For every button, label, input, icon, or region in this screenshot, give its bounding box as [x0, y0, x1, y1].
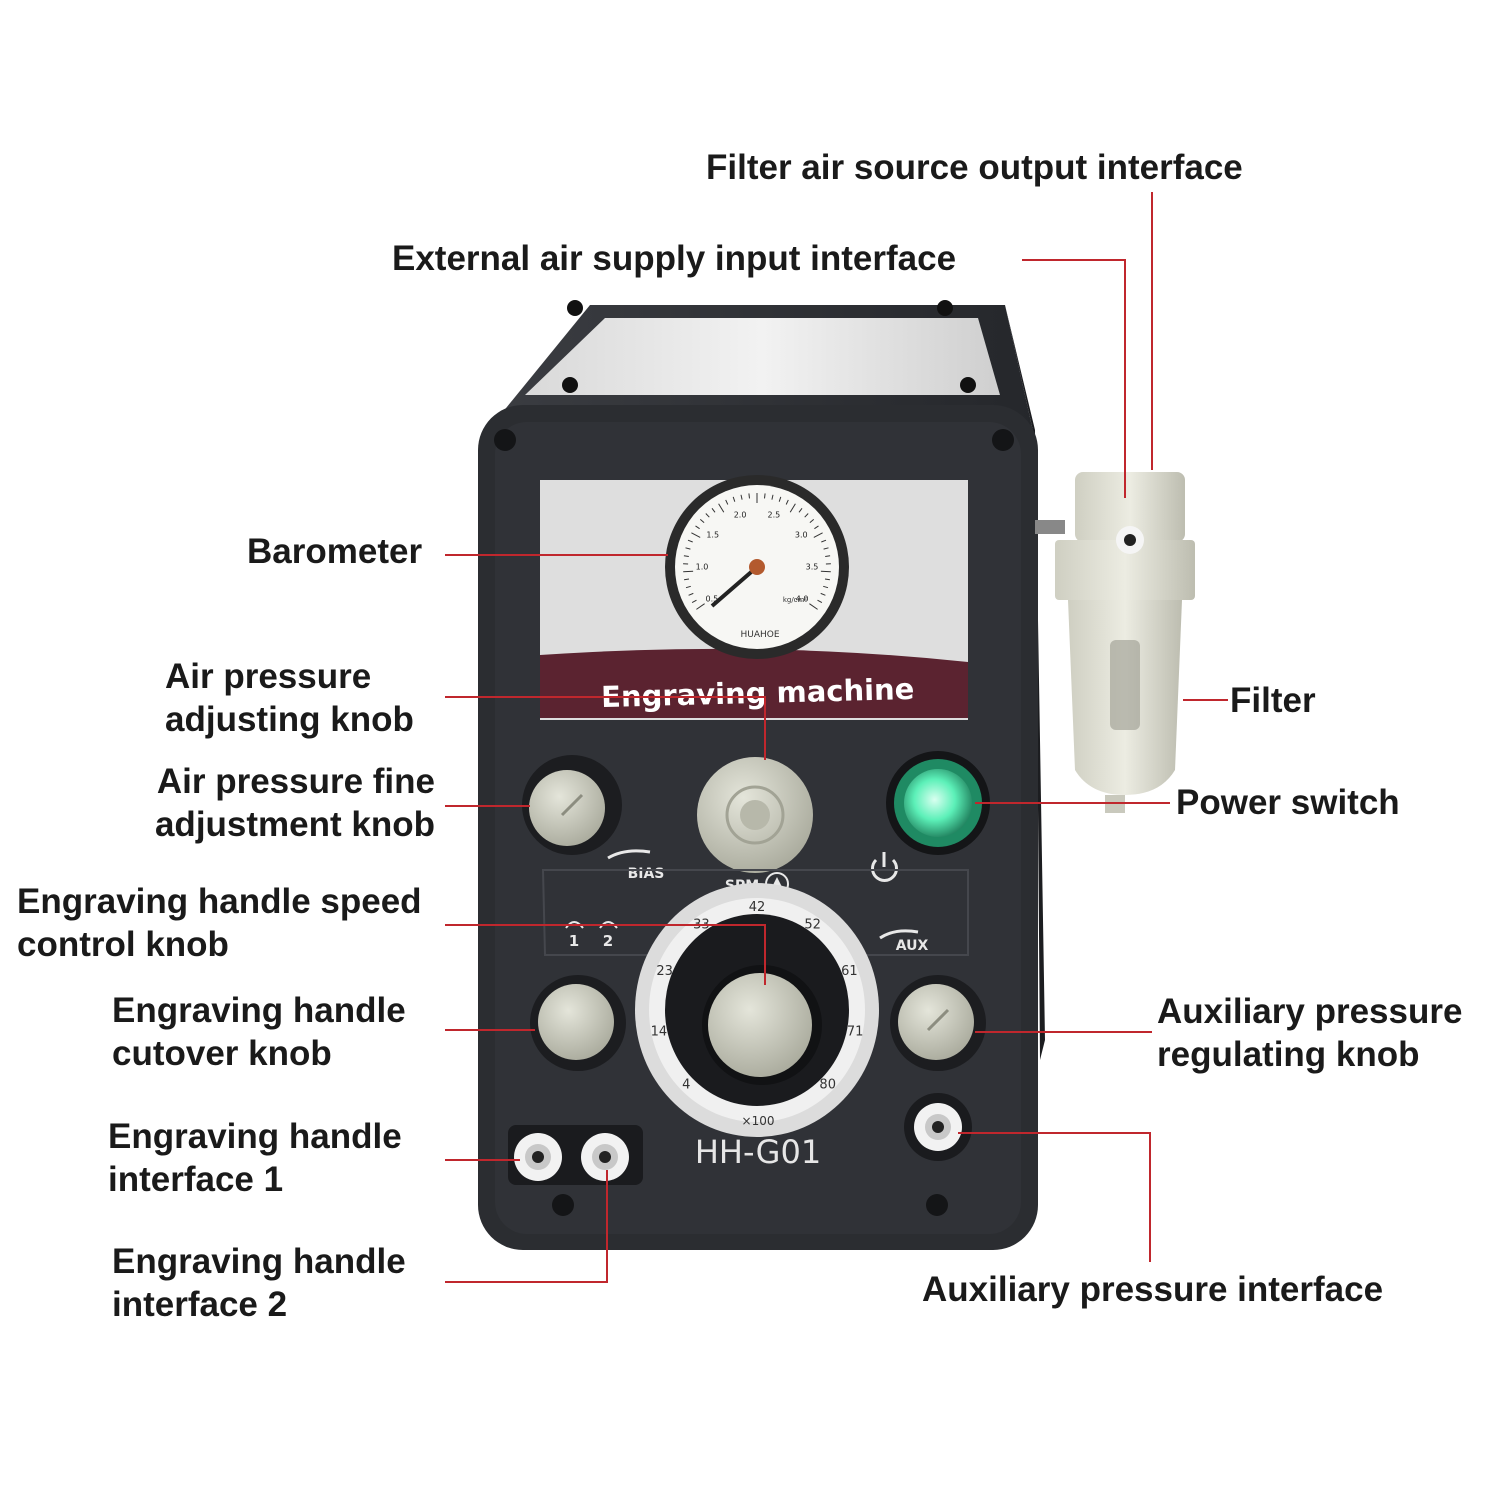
gauge-tick: [821, 571, 831, 572]
label-external-air: External air supply input interface: [392, 237, 956, 280]
label-line: Auxiliary pressure: [1157, 990, 1462, 1033]
gauge-mark: 3.5: [806, 562, 819, 571]
label-line: Engraving handle: [112, 1240, 406, 1283]
label-handle-interface-1: Engraving handle interface 1: [108, 1115, 402, 1201]
label-barometer: Barometer: [247, 530, 422, 573]
filter-unit: [1035, 472, 1195, 813]
label-line: Engraving handle speed: [17, 880, 422, 923]
label-filter-output: Filter air source output interface: [706, 146, 1243, 189]
dial-mark: 4: [682, 1078, 690, 1093]
handle-1-label: 1: [569, 932, 579, 950]
gauge-mark: 2.5: [768, 511, 781, 520]
dial-mark: 42: [749, 900, 766, 915]
label-line: adjusting knob: [165, 698, 414, 741]
label-line: interface 1: [108, 1158, 402, 1201]
aux-regulating-knob[interactable]: [890, 975, 986, 1071]
gauge-mark: 2.0: [734, 511, 747, 520]
label-filter: Filter: [1230, 679, 1316, 722]
handle-cutover-knob[interactable]: [530, 975, 626, 1071]
bias-label: BIAS: [628, 866, 665, 882]
label-handle-cutover: Engraving handle cutover knob: [112, 989, 406, 1075]
handle-interface-2[interactable]: [581, 1133, 629, 1181]
handle-2-label: 2: [603, 932, 613, 950]
gauge-brand: HUAHOE: [740, 630, 779, 640]
dial-mark: 61: [841, 964, 858, 979]
label-handle-interface-2: Engraving handle interface 2: [112, 1240, 406, 1326]
dial-mark: 14: [651, 1024, 668, 1039]
power-switch[interactable]: [886, 751, 990, 855]
label-power-switch: Power switch: [1176, 781, 1400, 824]
gauge-mark: 1.0: [696, 562, 709, 571]
air-pressure-adjusting-knob[interactable]: [697, 757, 813, 873]
gauge-mark: 1.5: [706, 530, 719, 539]
label-air-fine: Air pressure fine adjustment knob: [155, 760, 435, 846]
label-line: regulating knob: [1157, 1033, 1462, 1076]
screw: [494, 429, 516, 451]
label-line: Air pressure: [165, 655, 414, 698]
power-led: [904, 769, 972, 837]
dial-mark: 23: [656, 964, 673, 979]
label-air-adjusting: Air pressure adjusting knob: [165, 655, 414, 741]
label-line: cutover knob: [112, 1032, 406, 1075]
aux-interface[interactable]: [904, 1093, 972, 1161]
gauge-tick: [765, 493, 766, 498]
housing-top-panel: [525, 318, 1000, 395]
aux-label: AUX: [896, 938, 929, 954]
label-line: control knob: [17, 923, 422, 966]
gauge-unit: kg/cm²: [783, 596, 808, 604]
gauge-tick: [749, 493, 750, 498]
screw: [992, 429, 1014, 451]
label-aux-interface: Auxiliary pressure interface: [922, 1268, 1383, 1311]
screw: [926, 1194, 948, 1216]
model-label: HH-G01: [695, 1133, 821, 1171]
label-line: Engraving handle: [112, 989, 406, 1032]
gauge-tick: [683, 571, 693, 572]
label-aux-regulating: Auxiliary pressure regulating knob: [1157, 990, 1462, 1076]
multiplier-label: ×100: [742, 1114, 775, 1128]
label-line: interface 2: [112, 1283, 406, 1326]
air-pressure-fine-knob[interactable]: [522, 755, 622, 855]
dial-mark: 80: [819, 1078, 836, 1093]
gauge-mark: 3.0: [795, 530, 808, 539]
label-line: Engraving handle: [108, 1115, 402, 1158]
label-line: adjustment knob: [155, 803, 435, 846]
dial-mark: 52: [804, 918, 821, 933]
speed-knob: [708, 973, 812, 1077]
label-handle-speed: Engraving handle speed control knob: [17, 880, 422, 966]
dial-mark: 71: [847, 1024, 864, 1039]
label-line: Air pressure fine: [155, 760, 435, 803]
screw: [552, 1194, 574, 1216]
